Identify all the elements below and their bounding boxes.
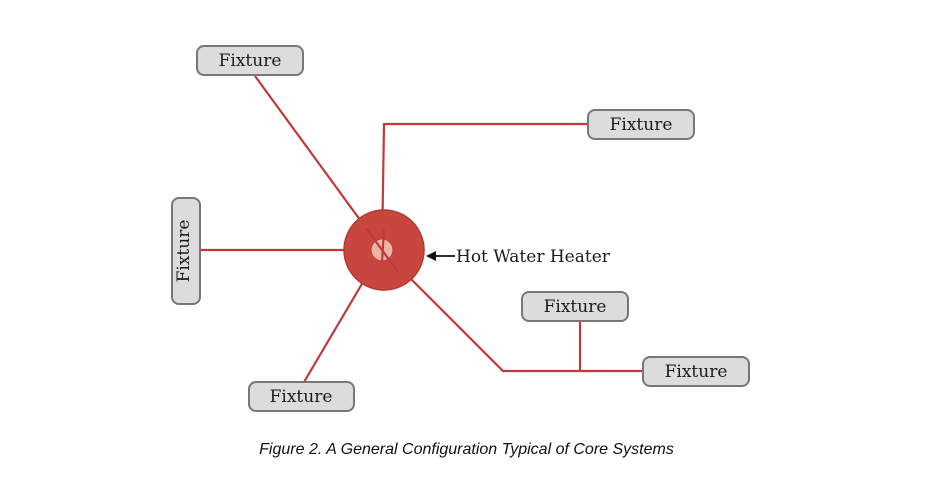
figure-caption: Figure 2. A General Configuration Typica… [259,441,674,458]
pipe-to-lower-right-fixtures [381,249,643,373]
fixture-label: Fixture [544,297,607,317]
fixture-label: Fixture [270,387,333,407]
fixture-label: Fixture [665,362,728,382]
pipe-to-upper-right-fixture [380,122,588,251]
fixture-bottom-left: Fixture [248,381,355,412]
fixture-label: Fixture [610,115,673,135]
fixture-label: Fixture [219,51,282,71]
fixture-top-left: Fixture [196,45,304,76]
fixture-left-vertical: Fixture [171,197,201,305]
fixture-mid-right: Fixture [521,291,629,322]
fixture-upper-right: Fixture [587,109,695,140]
fixture-lower-right: Fixture [642,356,750,387]
fixture-label: Fixture [174,220,194,283]
arrow-head-icon [426,251,436,261]
heater-label: Hot Water Heater [456,247,611,267]
pipe-through-heater-b [380,229,386,263]
